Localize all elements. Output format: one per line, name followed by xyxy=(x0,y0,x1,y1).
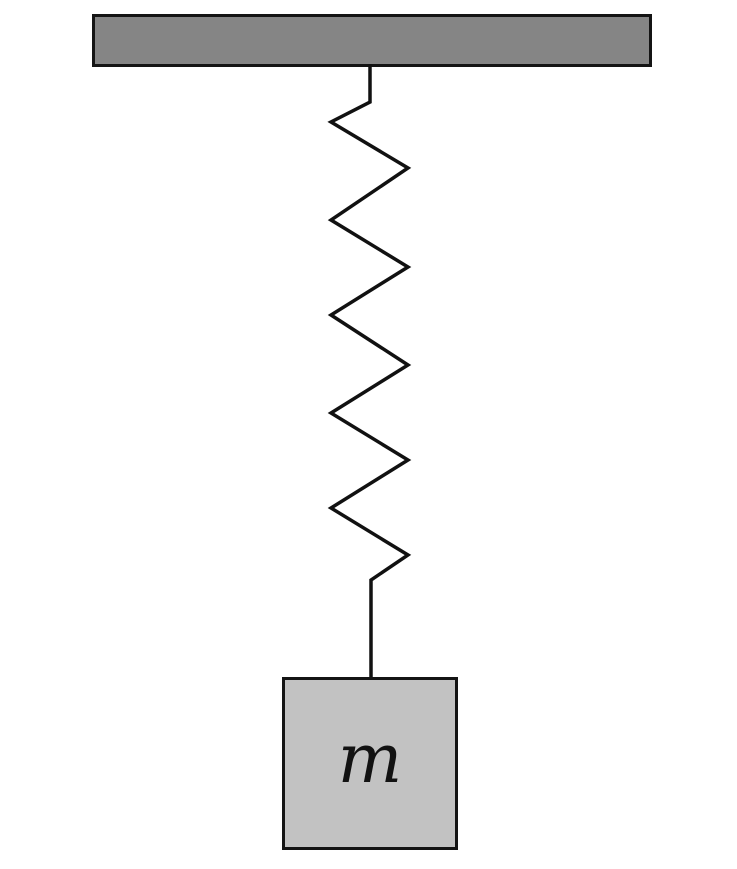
ceiling-support xyxy=(92,14,652,67)
mass-block: m xyxy=(282,677,458,850)
spring-zigzag xyxy=(327,64,412,680)
mass-label: m xyxy=(337,719,403,799)
